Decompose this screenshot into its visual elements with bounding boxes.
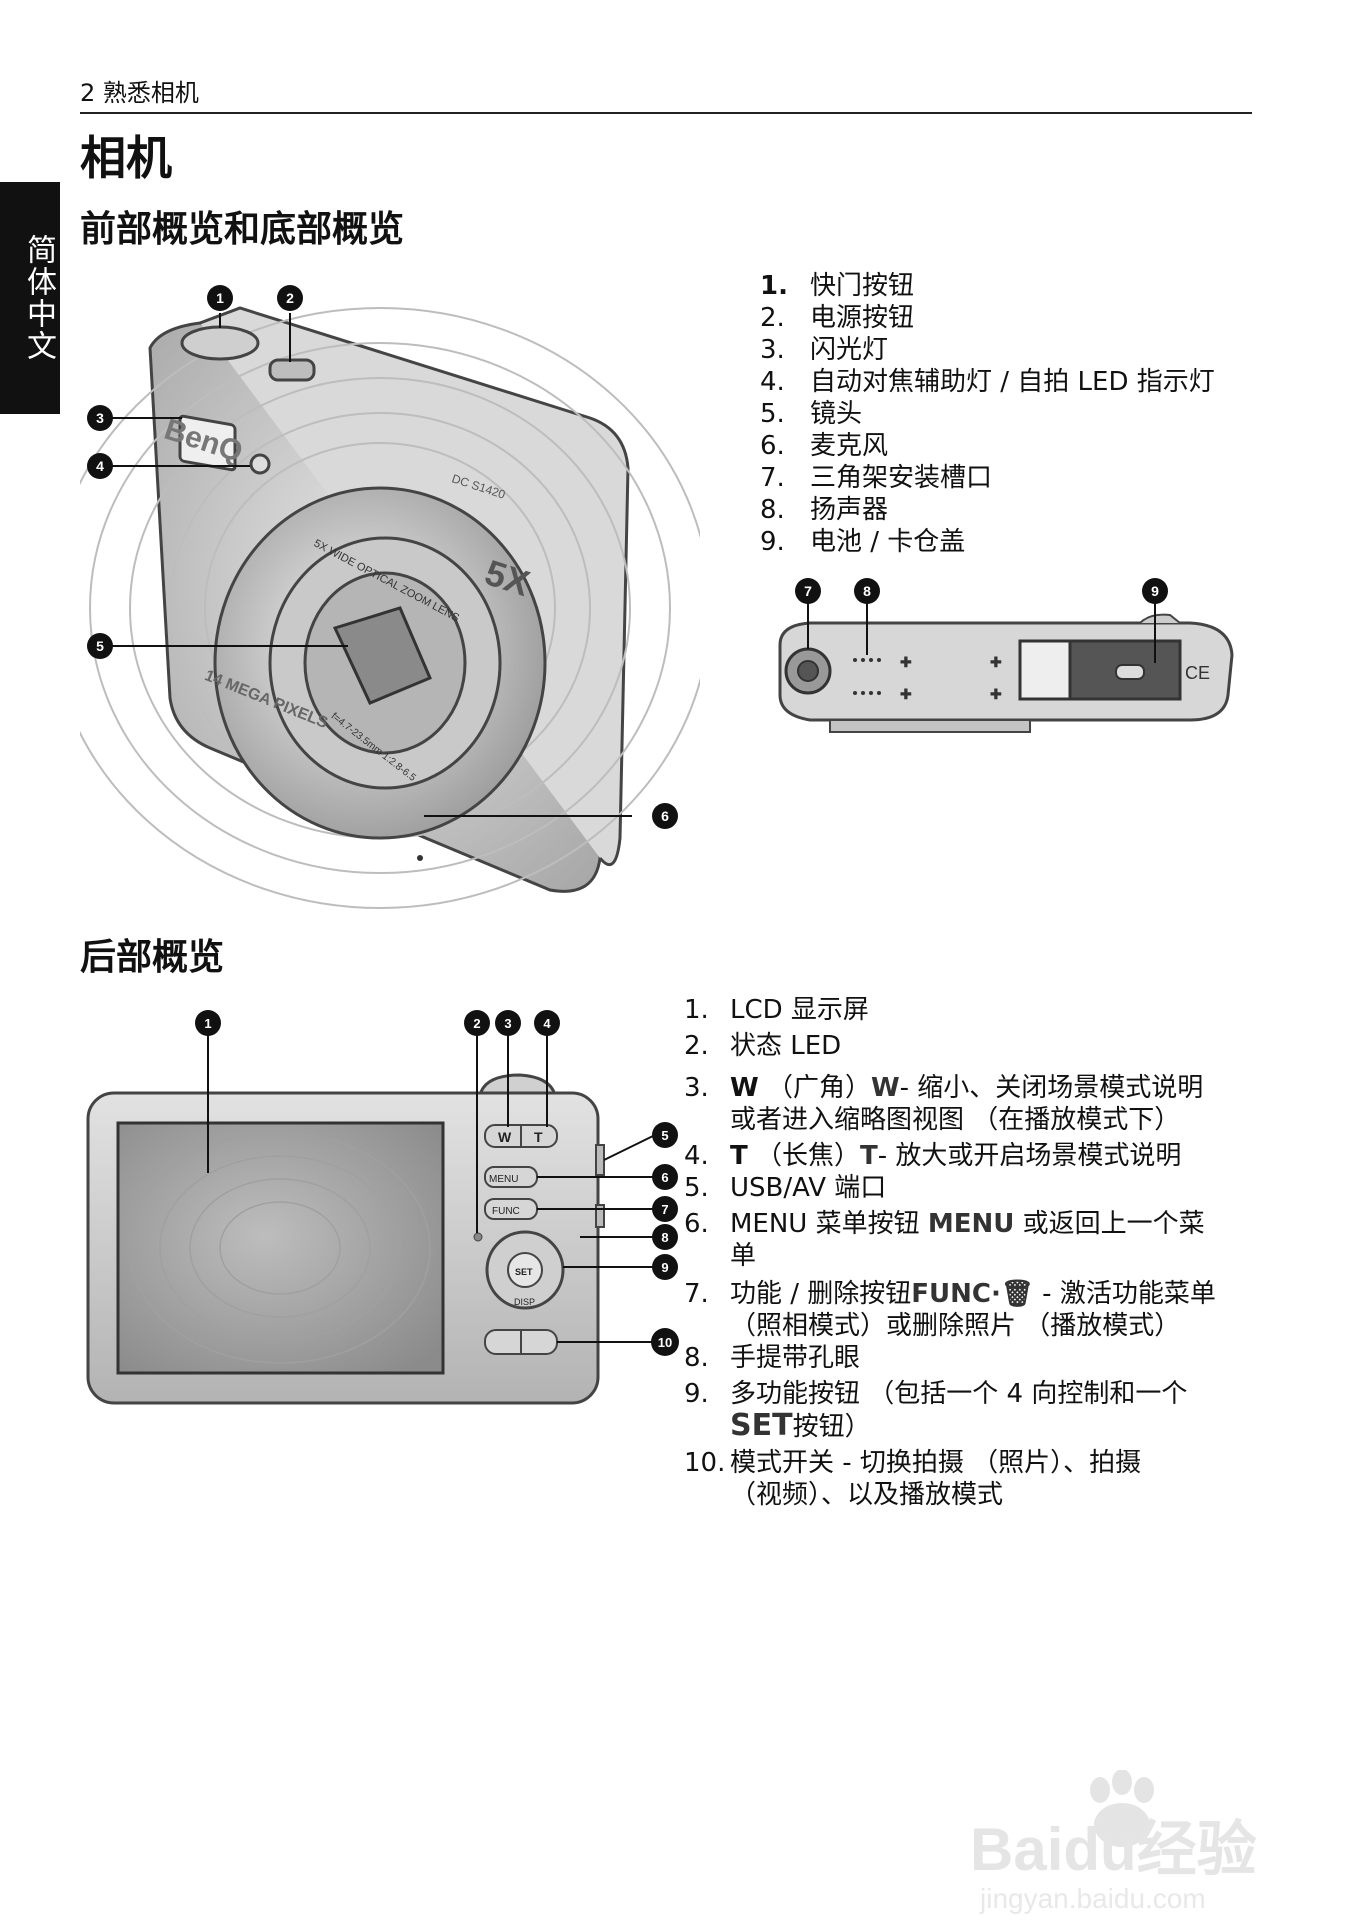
paw-icon [1090, 1770, 1154, 1847]
list-item: 4.T （长焦）T- 放大或开启场景模式说明 [684, 1141, 1182, 1171]
svg-text:9: 9 [1151, 583, 1159, 599]
baidu-watermark: Baidu经验 jingyan.baidu.com [970, 1770, 1257, 1914]
set-icon: SET [730, 1408, 793, 1443]
page-title: 相机 [80, 131, 172, 185]
func-delete-icon: FUNC·🗑 [911, 1279, 1034, 1309]
rear-callout-2: 2 [464, 1010, 490, 1036]
list-item: 4.自动对焦辅助灯 / 自拍 LED 指示灯 [760, 367, 1215, 397]
t-button-label: T [534, 1129, 543, 1145]
front-callout-6: 6 [652, 803, 678, 829]
svg-text:✚: ✚ [900, 654, 912, 670]
wide-icon: W [870, 1073, 900, 1103]
list-item: 2.状态 LED [684, 1031, 842, 1061]
svg-text:5: 5 [96, 638, 104, 654]
w-button-label: W [498, 1129, 512, 1145]
front-callout-5: 5 [87, 633, 113, 659]
list-item: 9.多功能按钮 （包括一个 4 向控制和一个 SET按钮） [684, 1379, 1188, 1443]
svg-text:7: 7 [804, 583, 812, 599]
list-item: 2.电源按钮 [760, 303, 915, 333]
front-callout-4: 4 [87, 453, 113, 479]
rear-callout-5: 5 [652, 1122, 678, 1148]
rear-callout-10: 10 [651, 1328, 679, 1356]
svg-text:6: 6 [661, 808, 669, 824]
list-item: 7.三角架安装槽口 [760, 463, 993, 493]
svg-text:3: 3 [96, 410, 104, 426]
rear-parts-list: 1.LCD 显示屏 2.状态 LED 3.W （广角）W- 缩小、关闭场景模式说… [684, 994, 1284, 1511]
list-item: 9.电池 / 卡仓盖 [760, 527, 966, 557]
list-item: 6.MENU 菜单按钮 MENU 或返回上一个菜 单 [684, 1209, 1205, 1271]
list-item: 1.快门按钮 [760, 271, 915, 301]
rear-callout-7: 7 [652, 1196, 678, 1222]
svg-text:9: 9 [661, 1260, 668, 1275]
set-button-label: SET [515, 1267, 533, 1277]
front-parts-list: 1.快门按钮 2.电源按钮 3.闪光灯 4.自动对焦辅助灯 / 自拍 LED 指… [760, 270, 1320, 558]
list-item: 7.功能 / 删除按钮FUNC·🗑 - 激活功能菜单 （照相模式）或删除照片 （… [684, 1279, 1216, 1341]
rear-section-heading: 后部概览 [80, 937, 225, 978]
page-header: 2 熟悉相机 [80, 78, 1252, 114]
list-item: 3.W （广角）W- 缩小、关闭场景模式说明 或者进入缩略图视图 （在播放模式下… [684, 1073, 1204, 1135]
rear-callout-3: 3 [495, 1010, 521, 1036]
tele-icon: T [860, 1141, 878, 1171]
rear-callout-4: 4 [534, 1010, 560, 1036]
menu-icon: MENU [927, 1209, 1015, 1239]
svg-text:1: 1 [216, 290, 224, 306]
svg-text:1: 1 [204, 1016, 211, 1031]
svg-text:3: 3 [504, 1016, 511, 1031]
rear-callout-8: 8 [652, 1224, 678, 1250]
list-item: 3.闪光灯 [760, 335, 889, 365]
svg-text:5: 5 [661, 1128, 668, 1143]
svg-text:2: 2 [473, 1016, 480, 1031]
svg-text:CE: CE [1185, 663, 1210, 683]
disp-label: DISP [514, 1297, 535, 1307]
front-callouts: 1 2 3 4 5 6 [87, 285, 678, 829]
svg-text:10: 10 [658, 1335, 672, 1350]
language-side-tab: 简体中文 [0, 182, 60, 414]
front-camera-illustration: BenQ 5X DC S1420 14 MEGA PIXELS 5X WIDE … [80, 306, 700, 909]
svg-text:7: 7 [661, 1202, 668, 1217]
svg-text:4: 4 [543, 1016, 551, 1031]
rear-callout-9: 9 [652, 1254, 678, 1280]
rear-callout-1: 1 [195, 1010, 221, 1036]
svg-text:6: 6 [661, 1170, 668, 1185]
svg-text:8: 8 [863, 583, 871, 599]
list-item: 10.模式开关 - 切换拍摄 （照片）、拍摄 （视频）、以及播放模式 [684, 1448, 1142, 1510]
front-callout-3: 3 [87, 405, 113, 431]
watermark-brand: Baidu经验 [970, 1816, 1257, 1883]
list-item: 6.麦克风 [760, 431, 889, 461]
page-label: 2 熟悉相机 [80, 79, 199, 107]
func-button-label: FUNC [492, 1206, 520, 1217]
svg-text:✚: ✚ [900, 686, 912, 702]
bottom-callout-8: 8 [854, 578, 880, 604]
list-item: 5.镜头 [760, 399, 863, 429]
svg-text:✚: ✚ [990, 654, 1002, 670]
front-callout-2: 2 [277, 285, 303, 311]
list-item: 5.USB/AV 端口 [684, 1173, 887, 1203]
watermark-url: jingyan.baidu.com [979, 1883, 1206, 1914]
svg-text:8: 8 [661, 1230, 668, 1245]
svg-text:4: 4 [96, 458, 104, 474]
list-item: 8.手提带孔眼 [684, 1343, 861, 1373]
svg-text:2: 2 [286, 290, 294, 306]
list-item: 1.LCD 显示屏 [684, 995, 869, 1025]
bottom-callout-7: 7 [795, 578, 821, 604]
front-section-heading: 前部概览和底部概览 [80, 209, 405, 250]
rear-camera-illustration: W T MENU FUNC SET DISP 1 2 3 4 5 6 7 8 9… [86, 1010, 679, 1405]
front-callout-1: 1 [207, 285, 233, 311]
rear-callout-6: 6 [652, 1164, 678, 1190]
menu-button-label: MENU [489, 1174, 518, 1185]
svg-text:✚: ✚ [990, 686, 1002, 702]
bottom-callout-9: 9 [1142, 578, 1168, 604]
bottom-camera-illustration: ✚ ✚ ✚ ✚ CE 7 8 9 [778, 578, 1234, 733]
list-item: 8.扬声器 [760, 495, 889, 525]
